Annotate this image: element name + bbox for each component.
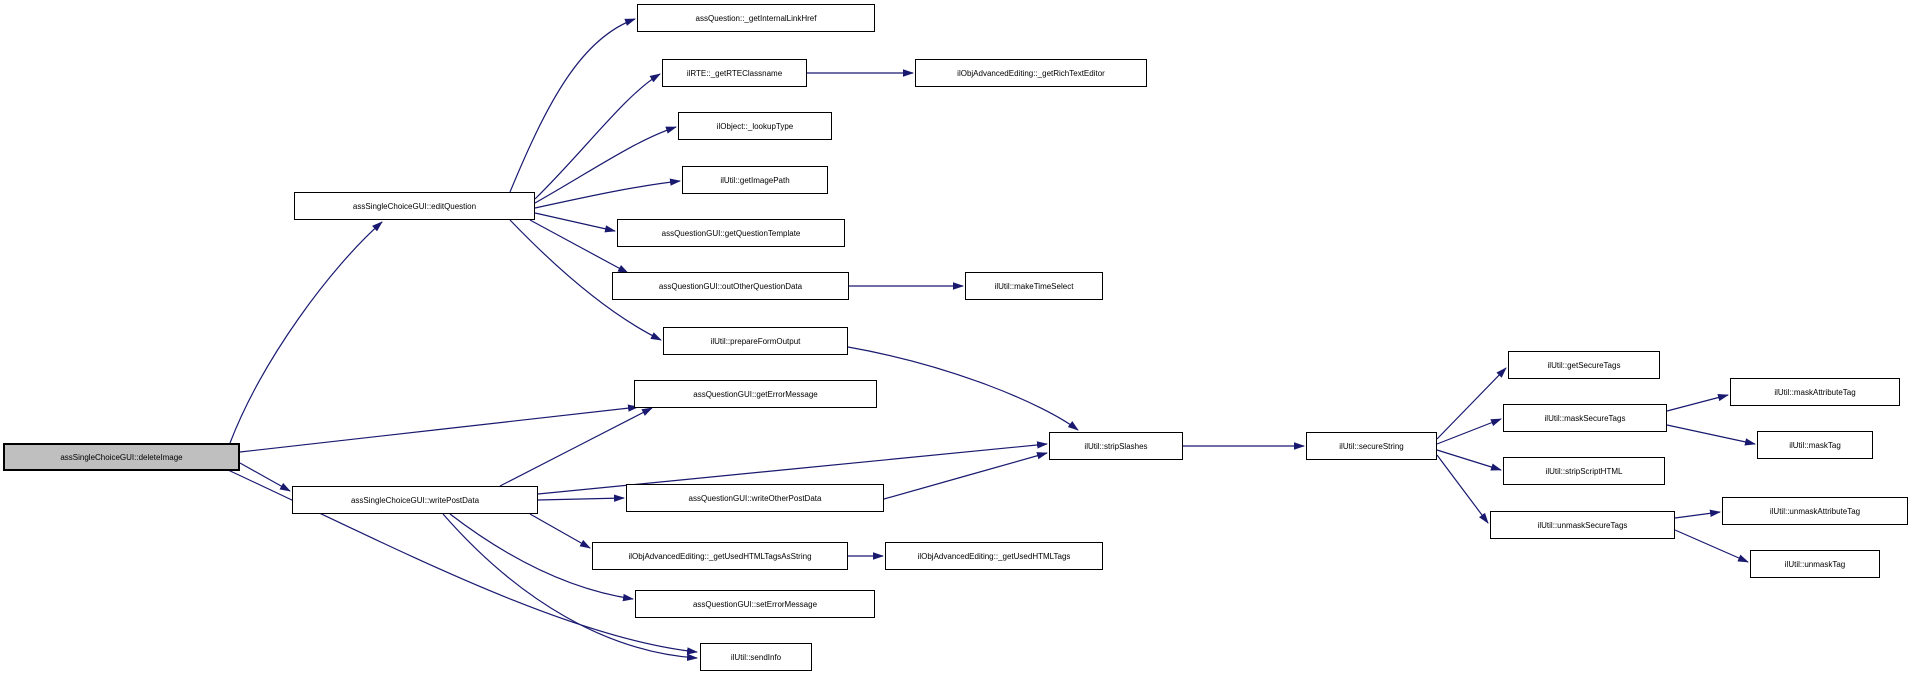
node-stripScriptHTML[interactable]: ilUtil::stripScriptHTML [1503, 457, 1665, 485]
node-lookupType[interactable]: ilObject::_lookupType [678, 112, 832, 140]
edge-editQuestion-to-getInternalLinkHref [509, 18, 636, 193]
node-editQuestion[interactable]: assSingleChoiceGUI::editQuestion [294, 192, 535, 220]
node-writeOtherPostData[interactable]: assQuestionGUI::writeOtherPostData [626, 484, 884, 512]
node-unmaskAttributeTag[interactable]: ilUtil::unmaskAttributeTag [1722, 497, 1908, 525]
node-getRichTextEditor[interactable]: ilObjAdvancedEditing::_getRichTextEditor [915, 59, 1147, 87]
edge-writePostData-to-getErrorMessage [499, 407, 653, 487]
edge-deleteImage-to-writePostData [239, 462, 291, 492]
edge-writePostData-to-sendInfo [442, 513, 698, 662]
edge-maskSecureTags-to-maskAttributeTag [1666, 393, 1729, 412]
node-getUsedHTMLTags[interactable]: ilObjAdvancedEditing::_getUsedHTMLTags [885, 542, 1103, 570]
edge-deleteImage-to-editQuestion [229, 221, 383, 444]
node-prepareFormOutput[interactable]: ilUtil::prepareFormOutput [663, 327, 848, 355]
node-secureString[interactable]: ilUtil::secureString [1306, 432, 1437, 460]
node-getSecureTags[interactable]: ilUtil::getSecureTags [1508, 351, 1660, 379]
node-writePostData[interactable]: assSingleChoiceGUI::writePostData [292, 486, 538, 514]
edge-maskSecureTags-to-maskTag [1666, 424, 1756, 446]
node-getQuestionTemplate[interactable]: assQuestionGUI::getQuestionTemplate [617, 219, 845, 247]
edge-secureString-to-unmaskSecureTags [1436, 454, 1489, 524]
node-stripSlashes[interactable]: ilUtil::stripSlashes [1049, 432, 1183, 460]
node-makeTimeSelect[interactable]: ilUtil::makeTimeSelect [965, 272, 1103, 300]
node-unmaskSecureTags[interactable]: ilUtil::unmaskSecureTags [1490, 511, 1675, 539]
edge-editQuestion-to-getRTEClassname [534, 73, 661, 200]
edge-writePostData-to-getUsedHTMLTagsAsString [529, 513, 591, 549]
node-getUsedHTMLTagsAsString[interactable]: ilObjAdvancedEditing::_getUsedHTMLTagsAs… [592, 542, 848, 570]
node-maskSecureTags[interactable]: ilUtil::maskSecureTags [1503, 404, 1667, 432]
node-getErrorMessage[interactable]: assQuestionGUI::getErrorMessage [634, 380, 877, 408]
edge-deleteImage-to-getErrorMessage [239, 404, 639, 453]
edge-secureString-to-maskSecureTags [1436, 418, 1502, 445]
node-getInternalLinkHref[interactable]: assQuestion::_getInternalLinkHref [637, 4, 875, 32]
edge-secureString-to-getSecureTags [1436, 367, 1507, 440]
node-deleteImage[interactable]: assSingleChoiceGUI::deleteImage [3, 443, 240, 471]
node-getRTEClassname[interactable]: ilRTE::_getRTEClassname [662, 59, 807, 87]
edge-editQuestion-to-outOtherQuestionData [529, 219, 629, 274]
node-unmaskTag[interactable]: ilUtil::unmaskTag [1750, 550, 1880, 578]
node-getImagePath[interactable]: ilUtil::getImagePath [682, 166, 828, 194]
node-outOtherQuestionData[interactable]: assQuestionGUI::outOtherQuestionData [612, 272, 849, 300]
edge-unmaskSecureTags-to-unmaskAttributeTag [1674, 509, 1721, 519]
edge-editQuestion-to-getQuestionTemplate [534, 212, 616, 233]
edge-prepareFormOutput-to-stripSlashes [847, 346, 1079, 431]
edge-unmaskSecureTags-to-unmaskTag [1674, 529, 1749, 563]
node-maskTag[interactable]: ilUtil::maskTag [1757, 431, 1873, 459]
edge-writePostData-to-writeOtherPostData [537, 494, 625, 502]
edge-editQuestion-to-lookupType [534, 126, 677, 204]
edge-secureString-to-stripScriptHTML [1436, 449, 1502, 471]
node-maskAttributeTag[interactable]: ilUtil::maskAttributeTag [1730, 378, 1900, 406]
edge-writeOtherPostData-to-stripSlashes [883, 452, 1048, 500]
edge-editQuestion-to-getImagePath [534, 178, 681, 209]
node-sendInfo[interactable]: ilUtil::sendInfo [700, 643, 812, 671]
node-setErrorMessage[interactable]: assQuestionGUI::setErrorMessage [635, 590, 875, 618]
